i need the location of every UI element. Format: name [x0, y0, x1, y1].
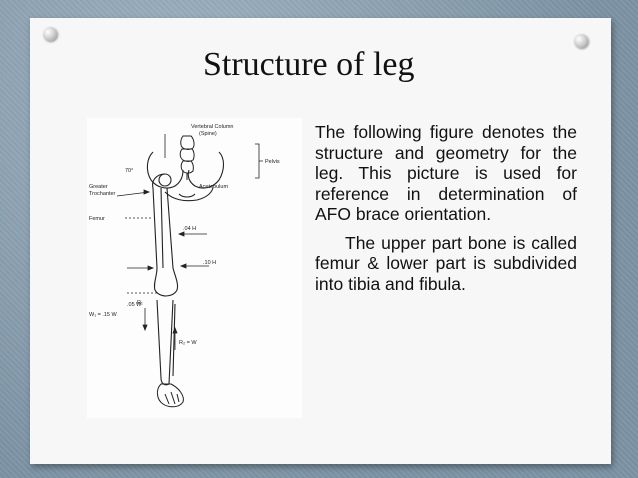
- label-acetabulum: Acetabulum: [199, 184, 228, 190]
- force-vectors: [116, 134, 209, 350]
- label-r1: R₁: [137, 300, 143, 306]
- pin-top-left: [43, 27, 57, 41]
- label-femur: Femur: [89, 216, 105, 222]
- label-force-05: .05 W: [127, 302, 142, 308]
- label-force-10: .10 H: [203, 260, 216, 266]
- pin-top-right: [574, 34, 588, 48]
- pelvis-bracket: [255, 143, 263, 179]
- paragraph-2: The upper part bone is called femur & lo…: [315, 232, 577, 294]
- label-vertebral-column: Vertebral Column: [191, 124, 234, 130]
- leg-structure-figure: Vertebral Column (Spine) Pelvis 70° Grea…: [87, 118, 302, 418]
- label-angle: 70°: [125, 168, 133, 174]
- foot: [156, 383, 184, 408]
- label-spine: (Spine): [199, 131, 217, 137]
- label-weight: W₁ = .15 W: [89, 312, 117, 318]
- pelvis: [146, 151, 225, 202]
- slide-title: Structure of leg: [203, 46, 415, 83]
- label-pelvis: Pelvis: [265, 159, 280, 165]
- label-trochanter: Trochanter: [89, 191, 116, 197]
- slide-card: Structure of leg: [30, 18, 611, 464]
- label-r2: R₂ = W: [179, 340, 197, 346]
- paragraph-1: The following figure denotes the structu…: [315, 122, 577, 224]
- label-force-04: .04 H: [183, 226, 196, 232]
- label-greater: Greater: [89, 184, 108, 190]
- body-text: The following figure denotes the structu…: [315, 122, 577, 294]
- femur: [152, 173, 179, 297]
- figure-background: [87, 118, 302, 418]
- vertebral-column: [179, 135, 195, 180]
